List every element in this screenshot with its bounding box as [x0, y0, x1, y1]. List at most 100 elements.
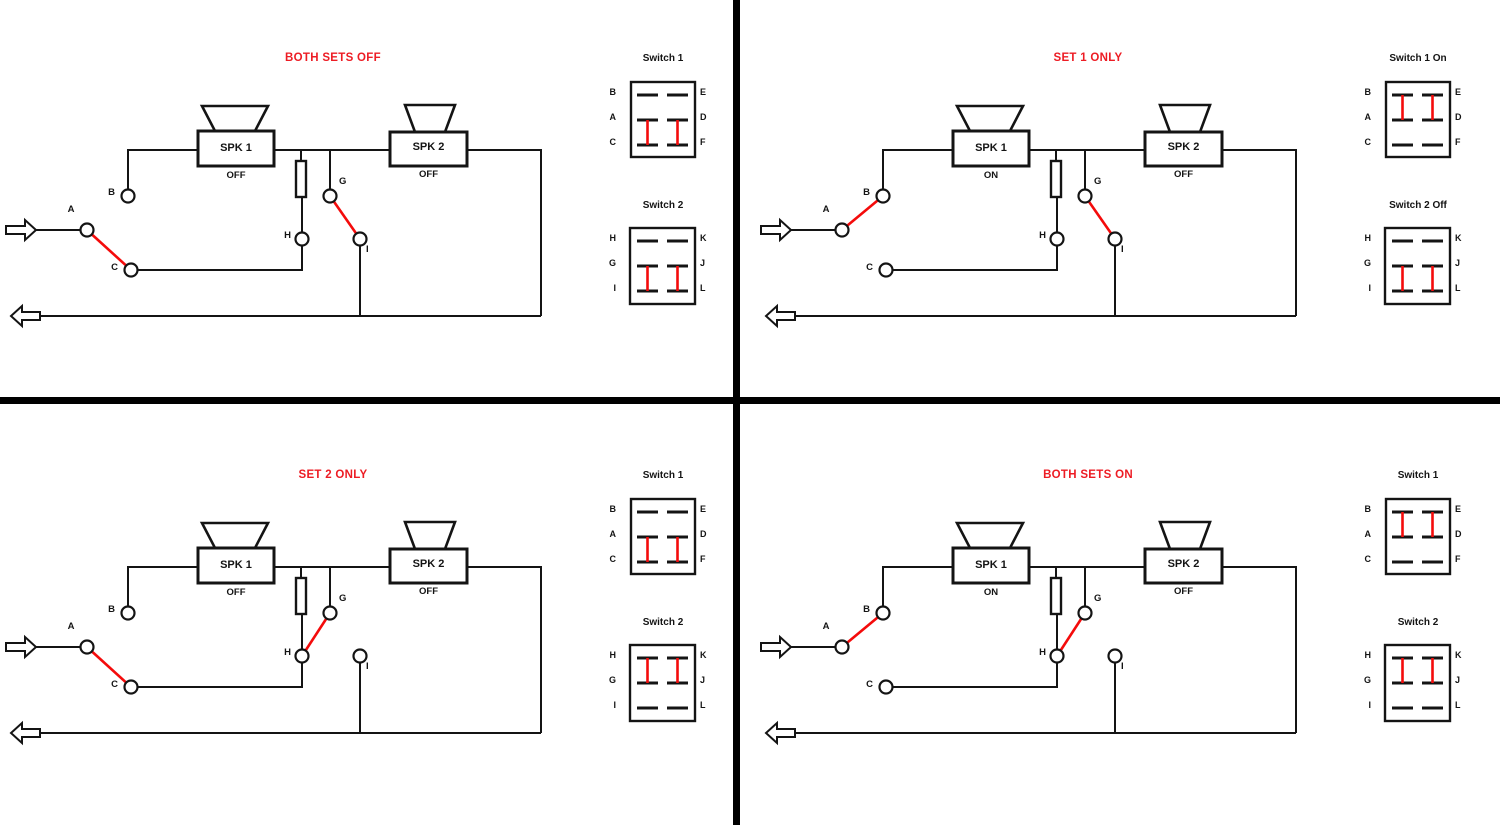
quadrant-title: BOTH SETS OFF — [285, 52, 381, 64]
switch2-panel — [628, 643, 697, 723]
wires — [35, 566, 542, 734]
wires — [790, 566, 1297, 734]
switch2-terminal-k-label: K — [700, 233, 707, 243]
terminal-i-circle — [352, 231, 368, 247]
output-connector-g-h — [1055, 612, 1087, 657]
quadrant-bottom-left: SET 2 ONLY SPK 1 OFF SPK 2 OFF A B C G H… — [0, 417, 745, 813]
speaker-2-label: SPK 2 — [1167, 558, 1200, 570]
speaker-1-box — [951, 546, 1031, 585]
switch2-terminal-h-label: H — [609, 233, 617, 243]
switch1-panel — [1384, 497, 1452, 576]
wire-b-to-spk1 — [127, 566, 198, 607]
switch1-terminal-c-label: C — [609, 554, 617, 564]
switch2-terminal-i-label: I — [613, 283, 616, 293]
speaker-1-horn-icon — [199, 521, 271, 550]
terminal-i-circle — [352, 648, 368, 664]
terminal-h-circle — [1049, 231, 1065, 247]
switch2-terminal-g-label: G — [1363, 675, 1371, 685]
speaker-2-horn-icon — [1158, 103, 1212, 134]
circuit-drawing — [760, 80, 1452, 329]
terminal-g-label: G — [339, 176, 347, 187]
speaker-2-horn-icon — [1158, 520, 1212, 551]
terminal-circles — [834, 605, 1123, 695]
speaker-2 — [1143, 103, 1224, 168]
resistor — [1049, 576, 1063, 616]
terminal-g-circle — [1077, 605, 1093, 621]
quadrant-bottom-right: BOTH SETS ON SPK 1 ON SPK 2 OFF A B C G … — [755, 417, 1500, 813]
switch1-terminal-b-label: B — [609, 504, 617, 514]
terminal-c-label: C — [866, 262, 873, 273]
input-arrow-icon — [5, 217, 38, 243]
wires — [35, 149, 542, 317]
terminal-a-label: A — [822, 204, 830, 215]
speaker-1-box — [196, 129, 276, 168]
terminal-b-circle — [120, 605, 136, 621]
switch2-panel — [1383, 226, 1452, 306]
switch2-terminal-j-label: J — [700, 675, 706, 685]
input-connector-a-b — [841, 611, 884, 649]
wire-spk2-return — [1222, 149, 1297, 316]
speaker-2 — [1143, 520, 1224, 585]
switch1-terminal-b-label: B — [1364, 504, 1372, 514]
speaker-2-box — [1143, 130, 1224, 168]
terminal-circles — [834, 188, 1123, 278]
input-arrow-icon — [5, 634, 38, 660]
switch2-title: Switch 2 — [642, 200, 684, 211]
switch1-terminal-e-label: E — [1455, 504, 1462, 514]
terminal-b-label: B — [108, 187, 115, 198]
terminal-b-label: B — [863, 187, 870, 198]
switch1-terminal-f-label: F — [700, 137, 706, 147]
terminal-b-label: B — [863, 604, 870, 615]
switch2-terminal-g-label: G — [608, 675, 616, 685]
switch1-panel — [1384, 80, 1452, 159]
switch2-panel — [1383, 643, 1452, 723]
terminal-g-circle — [322, 605, 338, 621]
terminal-a-label: A — [822, 621, 830, 632]
switch2-terminal-h-label: H — [1364, 233, 1372, 243]
speaker-2-state: OFF — [1174, 169, 1193, 180]
speaker-1 — [951, 104, 1031, 168]
wires — [790, 149, 1297, 317]
switch2-terminal-j-label: J — [700, 258, 706, 268]
switch1-terminal-d-label: D — [700, 529, 707, 539]
switch1-terminal-d-label: D — [700, 112, 707, 122]
switch1-title: Switch 1 — [1397, 470, 1439, 481]
terminal-a-circle — [834, 222, 850, 238]
speaker-1-label: SPK 1 — [975, 559, 1007, 571]
speaker-1-state: OFF — [226, 587, 246, 598]
circuit-drawing — [5, 497, 697, 746]
wire-c-to-h — [137, 245, 303, 271]
wire-spk2-return — [1222, 566, 1297, 733]
speaker-1-state: ON — [983, 587, 999, 598]
switch1-terminal-c-label: C — [1364, 137, 1372, 147]
switch2-title: Switch 2 — [642, 617, 684, 628]
switch1-title: Switch 1 On — [1389, 53, 1447, 64]
switch2-title: Switch 2 — [1397, 617, 1439, 628]
output-connector-g-i — [328, 195, 362, 240]
terminal-circles — [79, 188, 368, 278]
speaker-2-state: OFF — [419, 586, 438, 597]
wire-b-to-spk1 — [127, 149, 198, 190]
terminal-i-circle — [1107, 231, 1123, 247]
output-arrow-icon — [764, 720, 796, 746]
terminal-g-circle — [322, 188, 338, 204]
switch2-terminal-k-label: K — [700, 650, 707, 660]
speaker-2-state: OFF — [419, 169, 438, 180]
terminal-h-label: H — [284, 230, 291, 241]
terminal-g-label: G — [1094, 176, 1102, 187]
speaker-2-box — [388, 130, 469, 168]
switch2-title: Switch 2 Off — [1389, 200, 1447, 211]
quadrant-top-right: SET 1 ONLY SPK 1 ON SPK 2 OFF A B C G H … — [755, 0, 1500, 396]
switch2-terminal-l-label: L — [700, 700, 706, 710]
wire-spk2-return — [467, 149, 542, 316]
switch1-title: Switch 1 — [642, 470, 684, 481]
speaker-2-label: SPK 2 — [412, 141, 445, 153]
switch1-terminal-b-label: B — [1364, 87, 1372, 97]
terminal-a-label: A — [67, 204, 75, 215]
wire-c-to-h — [892, 662, 1058, 688]
terminal-g-label: G — [1094, 593, 1102, 604]
switch1-terminal-f-label: F — [1455, 554, 1461, 564]
input-connector-a-b — [841, 194, 884, 232]
terminal-i-label: I — [366, 244, 369, 255]
